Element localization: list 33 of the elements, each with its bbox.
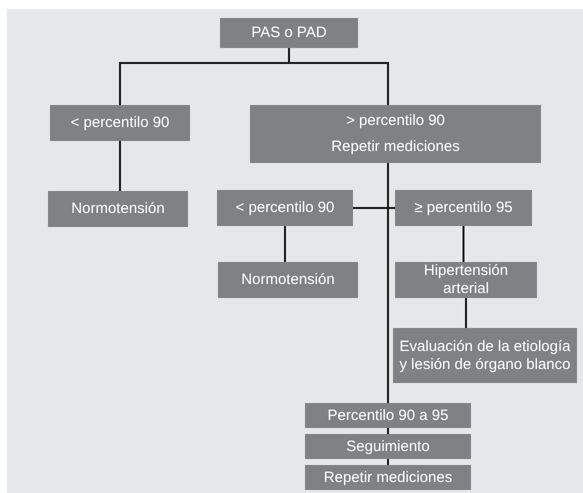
box-text: Repetir mediciones	[331, 138, 460, 156]
box-text: Hipertensión arterial	[422, 262, 510, 298]
box-text: Normotensión	[71, 200, 165, 218]
connector-line	[387, 459, 389, 465]
process-box	[305, 403, 471, 428]
process-box	[305, 465, 471, 490]
box-text: Evaluación de la etiología y lesión de órgano blanco	[398, 338, 572, 374]
process-box	[305, 434, 471, 459]
box-text: ≥ percentilo 95	[414, 199, 513, 217]
box-text: < percentilo 90	[70, 114, 170, 132]
box-text: PAS o PAD	[251, 24, 327, 42]
box-text: Repetir mediciones	[324, 468, 452, 486]
box-text: > percentilo 90	[346, 112, 445, 130]
box-text: < percentilo 90	[236, 199, 334, 217]
connector-line	[387, 163, 389, 403]
connector-line	[288, 48, 389, 105]
process-box	[220, 18, 358, 48]
process-box	[50, 105, 190, 141]
process-box	[48, 191, 188, 227]
process-box	[395, 190, 532, 226]
process-box	[218, 262, 358, 298]
connector-line	[119, 141, 121, 191]
box-text: Seguimiento	[346, 438, 430, 456]
connector-line	[284, 226, 286, 262]
box-text: Normotensión	[241, 271, 335, 289]
process-box	[395, 262, 537, 298]
connector-line	[462, 226, 464, 262]
process-box	[393, 328, 577, 383]
box-text: Percentilo 90 a 95	[328, 406, 448, 424]
connector-line	[465, 298, 467, 328]
process-box	[250, 105, 541, 163]
connector-line	[387, 428, 389, 434]
process-box	[217, 190, 353, 226]
